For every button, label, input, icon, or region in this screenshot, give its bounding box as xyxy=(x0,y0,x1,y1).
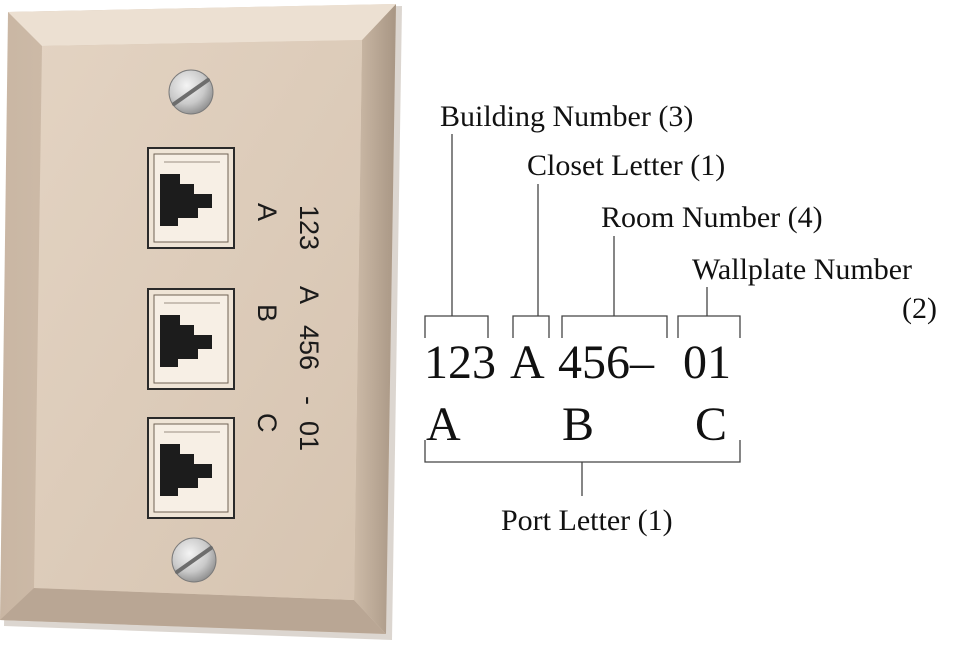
port-letter-label: Port Letter (1) xyxy=(501,504,673,537)
plate-port-letter-a: A xyxy=(252,203,282,221)
port-letter-c: C xyxy=(695,398,727,451)
plate-bevel-right xyxy=(354,4,396,634)
plate-label-closet: A xyxy=(294,286,324,304)
port-letter-a: A xyxy=(426,398,461,451)
jack-a xyxy=(147,147,235,249)
jack-c xyxy=(147,417,235,519)
building-bracket xyxy=(424,315,489,338)
closet-bracket xyxy=(512,315,550,338)
code-building: 123 xyxy=(424,336,496,389)
plate-label-building: 123 xyxy=(294,205,324,250)
plate-label: 123 A 456 - 01 xyxy=(294,205,324,451)
wall-plate: 123 A 456 - 01 A B C xyxy=(0,4,402,640)
building-number-label: Building Number (3) xyxy=(440,100,693,133)
wallplate-number-label: Wallplate Number xyxy=(692,253,912,286)
plate-bevel-top xyxy=(8,4,396,46)
screw-slot-icon xyxy=(175,546,213,574)
top-screw xyxy=(168,69,214,115)
port-letter-b: B xyxy=(562,398,594,451)
plate-bevel-bottom xyxy=(0,588,386,634)
plate-label-dash: - xyxy=(294,396,324,405)
wallplate-bracket xyxy=(677,315,741,338)
jack-group xyxy=(147,147,235,519)
jack-port-icon xyxy=(160,174,212,226)
screw-slot-icon xyxy=(172,78,210,106)
wallplate-number-count: (2) xyxy=(902,292,937,325)
code-room: 456 xyxy=(558,336,630,389)
plate-port-letters: A B C xyxy=(252,203,282,433)
plate-label-room: 456 xyxy=(294,325,324,370)
bottom-screw xyxy=(171,537,217,583)
closet-letter-label: Closet Letter (1) xyxy=(527,149,725,182)
jack-b xyxy=(147,288,235,390)
jack-port-icon xyxy=(160,315,212,367)
code-closet: A xyxy=(510,336,545,389)
plate-label-wallplate: 01 xyxy=(294,421,324,451)
jack-port-icon xyxy=(160,444,212,496)
room-number-label: Room Number (4) xyxy=(601,201,823,234)
code-annotation: Building Number (3) Closet Letter (1) Ro… xyxy=(424,100,937,537)
code-dash: – xyxy=(629,336,655,389)
plate-port-letter-c: C xyxy=(252,413,282,433)
room-bracket xyxy=(561,315,668,338)
code-wallplate: 01 xyxy=(683,336,731,389)
plate-port-letter-b: B xyxy=(252,304,282,322)
